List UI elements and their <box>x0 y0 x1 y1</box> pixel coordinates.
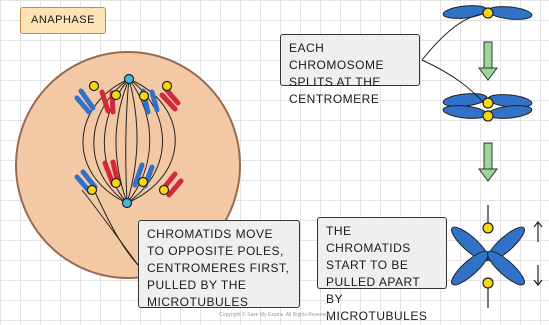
chromatids-pulled-apart <box>447 205 528 308</box>
title-label: ANAPHASE <box>20 7 106 34</box>
up-arrow-icon <box>534 222 542 242</box>
callout-pulled-apart: THE CHROMATIDS START TO BE PULLED APART … <box>317 217 447 289</box>
down-arrow-icon <box>534 265 542 285</box>
pole-bottom <box>123 199 132 208</box>
chromosome-whole <box>442 4 532 22</box>
chromosome-splitting <box>442 92 532 121</box>
copyright-notice: Copyright © Save My Exams. All Rights Re… <box>0 312 549 318</box>
pole-top <box>125 75 134 84</box>
down-arrow-2 <box>479 143 497 181</box>
callout-chromosome-split: EACH CHROMOSOME SPLITS AT THE CENTROMERE <box>280 34 420 86</box>
callout-chromatids-move: CHROMATIDS MOVE TO OPPOSITE POLES, CENTR… <box>138 220 300 308</box>
leader-lines-right <box>422 14 484 103</box>
down-arrow-1 <box>479 42 497 80</box>
